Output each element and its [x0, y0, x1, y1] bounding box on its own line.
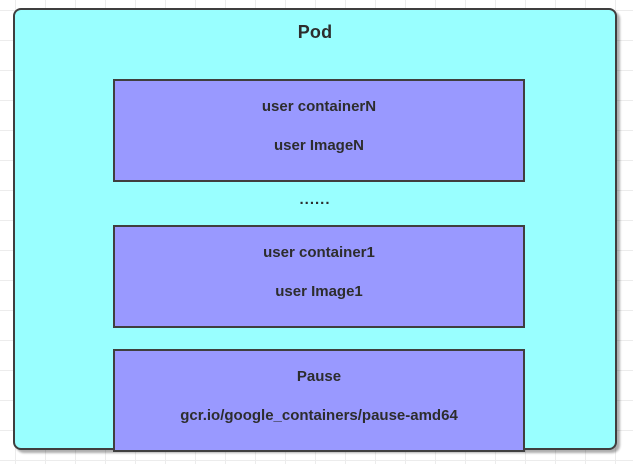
pod-box: Pod user containerN user ImageN ...... u… [13, 8, 617, 452]
container-name: user container1 [263, 244, 375, 261]
container-box-1: user container1 user Image1 [113, 225, 525, 328]
ellipsis-label: ...... [299, 191, 331, 208]
container-image: gcr.io/google_containers/pause-amd64 [180, 407, 458, 424]
container-box-n: user containerN user ImageN [113, 79, 525, 182]
container-name: user containerN [261, 98, 377, 115]
pod-title: Pod [297, 22, 333, 42]
container-image: user ImageN [273, 137, 365, 154]
container-image: user Image1 [275, 283, 363, 300]
container-box-pause: Pause gcr.io/google_containers/pause-amd… [113, 349, 525, 452]
container-name: Pause [296, 368, 342, 385]
